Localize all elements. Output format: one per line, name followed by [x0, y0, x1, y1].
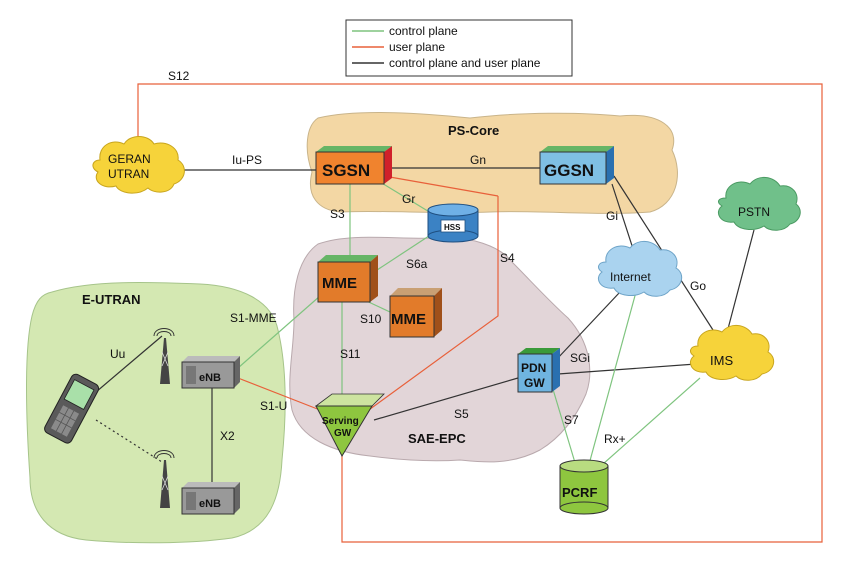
ggsn-label: GGSN	[544, 161, 594, 180]
sgi-label: SGi	[570, 351, 590, 365]
uu-label: Uu	[110, 347, 125, 361]
internet-cloud: Internet	[598, 241, 683, 297]
s1-u-label: S1-U	[260, 399, 287, 413]
mme-2-label: MME	[391, 311, 426, 328]
pstn-label: PSTN	[738, 205, 770, 219]
rx-internet-link	[587, 291, 637, 469]
antenna-tower-icon	[153, 450, 175, 508]
e-utran-label: E-UTRAN	[82, 292, 141, 307]
s5-link	[373, 377, 519, 421]
uu-link-dotted	[95, 419, 163, 463]
s11-label: S11	[340, 347, 361, 361]
s4-sgsn-link	[383, 175, 499, 197]
ggsn-node: GGSN	[539, 146, 614, 185]
legend: control plane user plane control plane a…	[345, 19, 573, 77]
legend-user-label: user plane	[389, 40, 445, 54]
enb-node-1: eNB	[153, 328, 240, 389]
internet-label: Internet	[610, 270, 651, 284]
pdn-gw-node: PDN GW	[517, 348, 560, 393]
geran-utran-cloud: GERAN UTRAN	[92, 136, 185, 194]
hss-node: HSS	[427, 203, 479, 243]
enb-node-2: eNB	[153, 450, 240, 515]
rx-ims-link	[593, 377, 701, 473]
legend-control-label: control plane	[389, 24, 458, 38]
gr-label: Gr	[402, 192, 415, 206]
s6a-label: S6a	[406, 257, 428, 271]
s12-label: S12	[168, 69, 190, 83]
serving-gw-label: GW	[334, 428, 352, 439]
s12-link	[137, 83, 823, 543]
enb-1-label: eNB	[199, 372, 221, 384]
sgsn-node: SGSN	[315, 146, 392, 185]
s10-label: S10	[360, 312, 382, 326]
pdn-ims-link	[557, 363, 697, 375]
pstn-ims-link	[723, 229, 755, 345]
x2-label: X2	[220, 429, 235, 443]
e-utran-region	[26, 281, 286, 544]
sgsn-label: SGSN	[322, 161, 370, 180]
enb-2-label: eNB	[199, 498, 221, 510]
mme-node-2: MME	[389, 288, 442, 338]
sae-epc-label: SAE-EPC	[408, 431, 466, 446]
go-label: Go	[690, 279, 706, 293]
s7-label: S7	[564, 413, 579, 427]
serving-gw-node: Serving GW	[314, 393, 385, 458]
s5-label: S5	[454, 407, 469, 421]
uu-link	[95, 335, 163, 393]
gw-label: GW	[524, 376, 545, 390]
s4-link	[365, 196, 499, 413]
utran-label: UTRAN	[108, 167, 149, 181]
ps-core-label: PS-Core	[448, 123, 499, 138]
pdn-label: PDN	[521, 361, 546, 375]
geran-label: GERAN	[108, 152, 151, 166]
s3-label: S3	[330, 207, 345, 221]
ims-label: IMS	[710, 353, 733, 368]
gn-label: Gn	[470, 153, 486, 167]
antenna-tower-icon	[153, 328, 175, 384]
mme-node-1: MME	[317, 255, 378, 303]
gi-label: Gi	[606, 209, 618, 223]
iu-ps-label: Iu-PS	[232, 153, 262, 167]
s1-mme-label: S1-MME	[230, 311, 277, 325]
mobile-phone-icon	[44, 373, 100, 444]
s7-link	[551, 385, 577, 467]
rx-plus-label: Rx+	[604, 432, 626, 446]
legend-both-label: control plane and user plane	[389, 56, 541, 70]
pstn-cloud: PSTN	[718, 177, 801, 231]
ims-cloud: IMS	[690, 325, 775, 381]
gr-link	[379, 181, 437, 217]
sgi-link	[555, 291, 621, 361]
s1-u-link	[237, 377, 321, 411]
s1-mme-link	[237, 295, 321, 369]
s4-label: S4	[500, 251, 515, 265]
hss-label: HSS	[444, 223, 461, 232]
s6a-link	[373, 233, 433, 273]
ps-core-region	[306, 112, 678, 214]
pcrf-node: PCRF	[559, 459, 609, 515]
mme-1-label: MME	[322, 275, 357, 292]
pcrf-label: PCRF	[562, 485, 597, 500]
serving-label: Serving	[322, 416, 359, 427]
